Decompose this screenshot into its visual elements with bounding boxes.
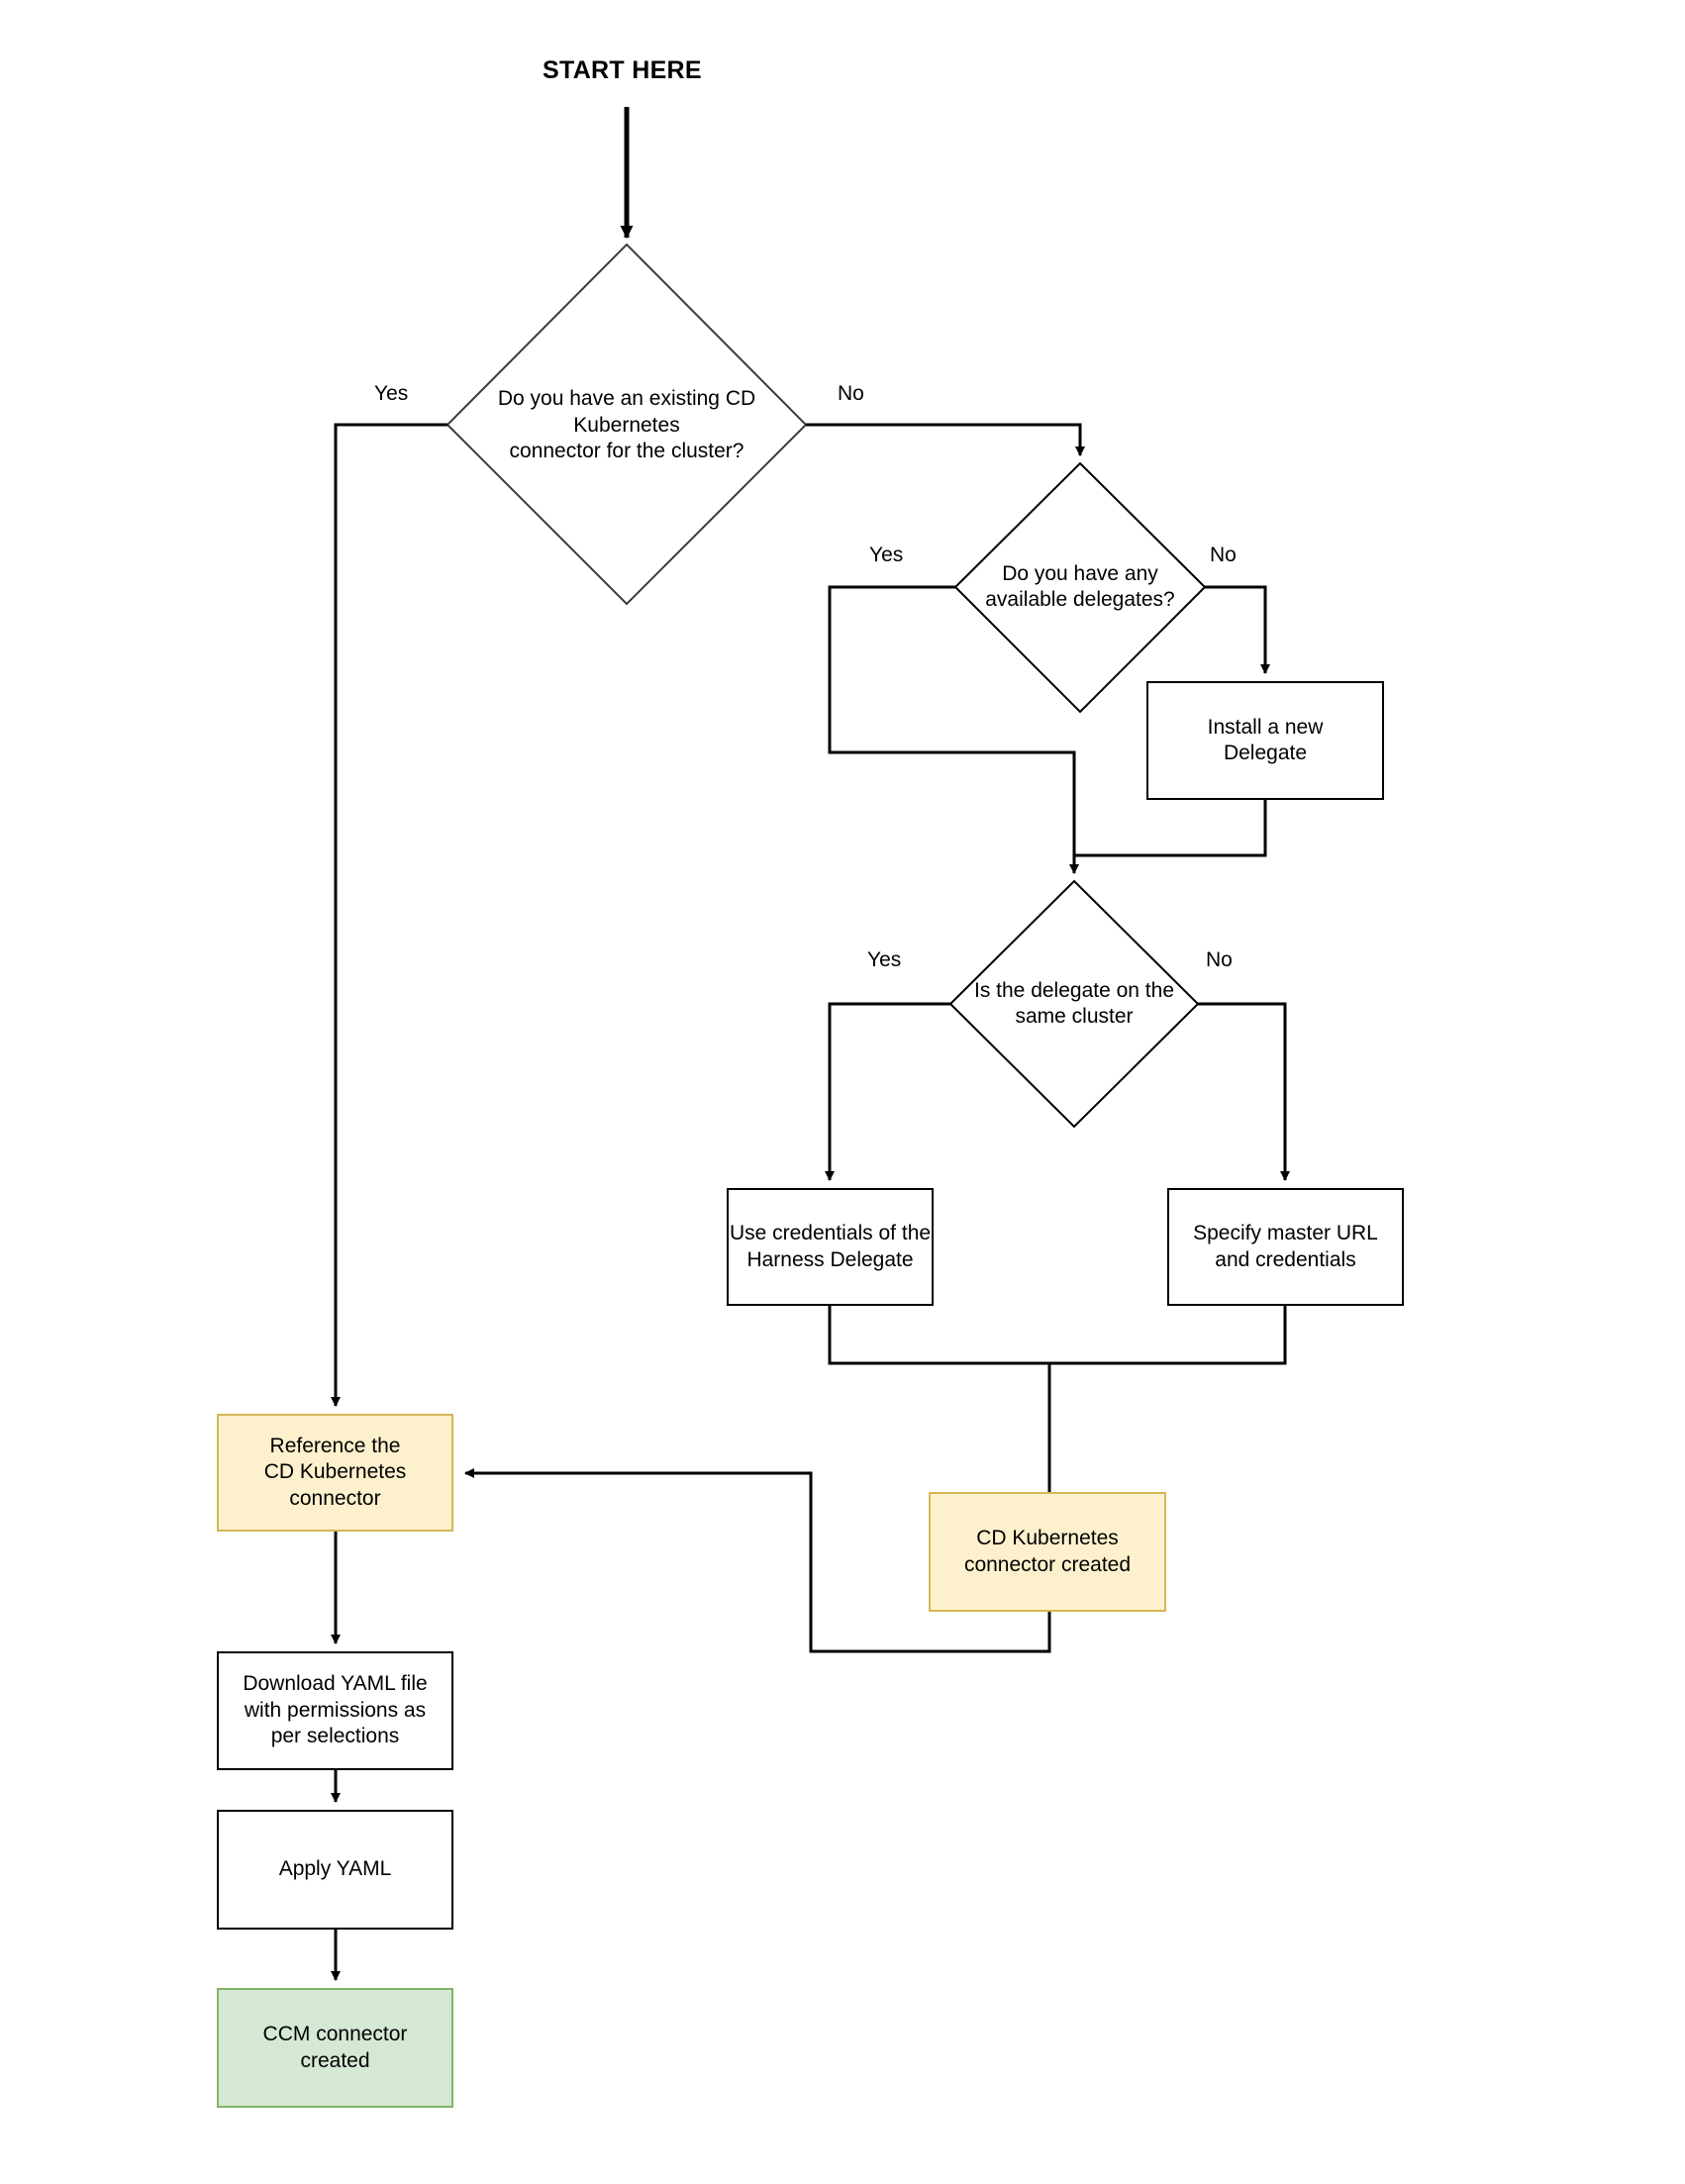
edge-existing-no-to-delegates xyxy=(806,423,1085,456)
terminal-ccm-connector-created[interactable]: CCM connector created xyxy=(217,1988,453,2108)
decision-delegate-same-cluster[interactable]: Is the delegate on the same cluster xyxy=(911,967,1238,1041)
edge-label-same-cluster-yes: Yes xyxy=(867,948,902,971)
edge-master-url-to-cd-created xyxy=(1049,1306,1287,1365)
edge-harness-credentials-to-cd-created xyxy=(828,1306,1051,1492)
process-download-yaml[interactable]: Download YAML file with permissions as p… xyxy=(217,1651,453,1770)
decision-available-delegates[interactable]: Do you have any available delegates? xyxy=(921,550,1239,624)
edge-label-delegates-yes: Yes xyxy=(869,544,904,566)
start-here-label: START HERE xyxy=(543,56,702,84)
edge-label-same-cluster-no: No xyxy=(1206,948,1233,971)
edge-install-to-same-cluster xyxy=(1072,800,1267,873)
edge-label-existing-yes: Yes xyxy=(374,382,409,405)
edge-delegates-yes-to-same-cluster xyxy=(828,585,1079,874)
process-install-delegate[interactable]: Install a new Delegate xyxy=(1146,681,1384,800)
edge-label-delegates-no: No xyxy=(1210,544,1237,566)
edge-existing-yes-to-reference xyxy=(331,423,447,1407)
decision-delegate-same-cluster-label: Is the delegate on the same cluster xyxy=(974,978,1174,1028)
process-reference-connector[interactable]: Reference the CD Kubernetes connector xyxy=(217,1414,453,1532)
decision-existing-connector[interactable]: Do you have an existing CD Kubernetes co… xyxy=(416,374,838,477)
decision-available-delegates-label: Do you have any available delegates? xyxy=(985,561,1175,611)
process-specify-master-url[interactable]: Specify master URL and credentials xyxy=(1167,1188,1404,1306)
edge-label-existing-no: No xyxy=(838,382,864,405)
terminal-cd-connector-created[interactable]: CD Kubernetes connector created xyxy=(929,1492,1166,1612)
process-apply-yaml[interactable]: Apply YAML xyxy=(217,1810,453,1930)
process-use-harness-credentials[interactable]: Use credentials of the Harness Delegate xyxy=(727,1188,934,1306)
decision-existing-connector-label: Do you have an existing CD Kubernetes co… xyxy=(497,387,756,463)
